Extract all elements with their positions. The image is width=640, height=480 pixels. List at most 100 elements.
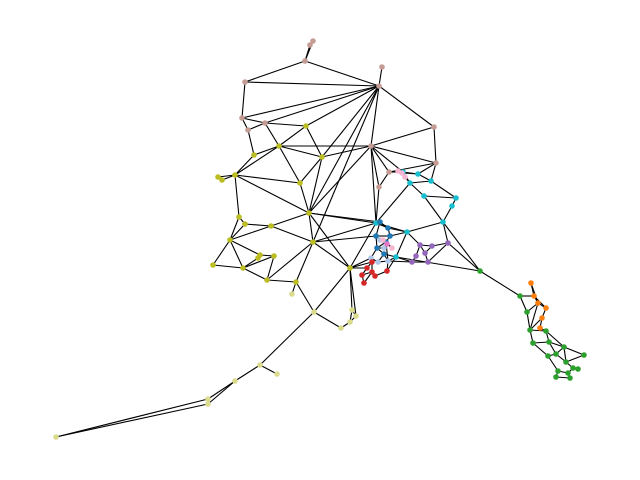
graph-node [563, 359, 569, 365]
graph-edge [442, 221, 449, 244]
graph-edge [295, 281, 315, 313]
graph-node [311, 309, 317, 315]
graph-node [581, 352, 587, 358]
graph-node [433, 160, 439, 166]
graph-node [530, 340, 536, 346]
graph-node [567, 375, 573, 381]
graph-edge [241, 81, 246, 119]
graph-edge [305, 85, 380, 127]
graph-node [402, 174, 408, 180]
graph-node [431, 124, 437, 130]
graph-edge [406, 231, 421, 246]
graph-edge [312, 241, 351, 269]
graph-node [380, 237, 386, 243]
graph-edge [313, 267, 351, 313]
graph-edge [389, 231, 408, 237]
graph-node [429, 243, 435, 249]
graph-node [407, 180, 413, 186]
graph-edge [299, 182, 310, 214]
graph-node [376, 83, 382, 89]
graph-node [528, 280, 534, 286]
graph-edge [433, 126, 437, 164]
graph-edge [212, 264, 244, 269]
graph-node [440, 219, 446, 225]
graph-edge [378, 85, 435, 128]
graph-edge [447, 242, 481, 272]
graph-node [449, 203, 455, 209]
graph-node [215, 174, 221, 180]
graph-node [210, 262, 216, 268]
graph-edge [234, 174, 240, 218]
graph-edge [308, 212, 314, 243]
graph-node [361, 280, 367, 286]
graph-node [385, 258, 391, 264]
graph-node [319, 154, 325, 160]
graph-node [347, 265, 353, 271]
graph-edge [244, 223, 272, 227]
graph-node [384, 268, 390, 274]
graph-edge [308, 156, 323, 214]
graph-edge [247, 122, 266, 131]
graph-edge [321, 85, 380, 158]
graph-edge [349, 267, 357, 317]
graph-edge [234, 154, 255, 176]
graph-edges [55, 40, 585, 438]
graph-edge [253, 145, 280, 156]
graph-edge [378, 171, 390, 188]
graph-node [303, 123, 309, 129]
graph-edge [266, 255, 275, 281]
graph-node [385, 225, 391, 231]
graph-edge [427, 242, 449, 263]
graph-edge [430, 180, 457, 199]
graph-edge [266, 241, 314, 281]
graph-node [302, 58, 308, 64]
graph-edge [229, 239, 261, 256]
graph-node [535, 300, 541, 306]
graph-edge [370, 145, 404, 173]
graph-node [546, 339, 552, 345]
graph-edge [247, 129, 255, 156]
graph-edge [349, 222, 377, 269]
graph-node [232, 378, 238, 384]
graph-node [372, 273, 378, 279]
graph-edge [375, 186, 380, 224]
graph-edge [519, 295, 528, 313]
graph-edge [278, 145, 323, 158]
graph-node [245, 127, 251, 133]
graph-node [227, 237, 233, 243]
graph-edge [270, 212, 310, 227]
graph-edge [242, 257, 259, 269]
graph-node [389, 245, 395, 251]
graph-edge [442, 221, 481, 272]
graph-edge [242, 255, 275, 269]
graph-node [205, 396, 211, 402]
graph-node [364, 265, 370, 271]
graph-node [375, 259, 381, 265]
graph-node [425, 259, 431, 265]
graph-edge [295, 241, 314, 283]
graph-node [524, 309, 530, 315]
graph-node [543, 305, 549, 311]
graph-edge [442, 205, 453, 223]
graph-edge [241, 117, 266, 124]
graph-edge [321, 145, 372, 158]
graph-node [306, 210, 312, 216]
graph-edge [207, 380, 236, 405]
graph-edge [264, 122, 280, 147]
graph-node [289, 291, 295, 297]
graph-edge [305, 125, 323, 158]
graph-node [338, 325, 344, 331]
graph-edge [349, 261, 373, 269]
graph-edge [370, 145, 437, 164]
graph-node [268, 223, 274, 229]
graph-node [310, 239, 316, 245]
graph-node [381, 251, 387, 257]
graph-edge [259, 311, 315, 366]
graph-node [527, 327, 533, 333]
graph-node [539, 315, 545, 321]
graph-node [297, 180, 303, 186]
graph-node [359, 272, 365, 278]
graph-edge [395, 231, 408, 258]
graph-node [274, 371, 280, 377]
